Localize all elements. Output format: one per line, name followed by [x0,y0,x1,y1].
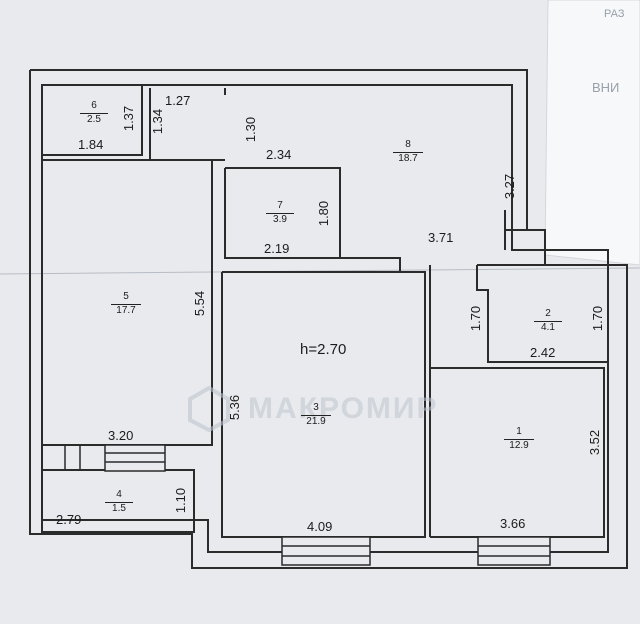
sheet-text-mid: ВНИ [592,80,620,95]
dim-room-2-left: 1.70 [468,305,484,332]
room-3-area: 21.9 [301,415,331,427]
room-7-number: 7 [277,200,283,211]
dim-room-8-right: 3.27 [502,173,518,200]
room-2-area: 4.1 [534,321,562,333]
dim-room-2-right: 1.70 [590,305,606,332]
room-6-number: 6 [91,100,97,111]
sheet-text-top: РАЗ [604,8,625,20]
dim-room-2-bottom: 2.42 [530,345,556,360]
room-7-area: 3.9 [266,213,294,225]
room-3-outline [221,271,426,538]
dim-room-5-bottom: 3.20 [108,428,134,443]
room-5-number: 5 [123,291,129,302]
dim-room-8-span: 3.71 [428,230,454,245]
dim-room-8-top: 1.27 [165,93,191,108]
dim-room-3-bottom: 4.09 [307,519,333,534]
watermark-text: МАКРОМИР [248,392,439,425]
room-5-area: 17.7 [111,304,141,316]
dim-room-6-bottom: 1.84 [78,137,104,152]
room-1-number: 1 [516,426,522,437]
outer-wall-inner [41,84,609,553]
window-room-3 [281,536,371,566]
dim-room-3-side: 5.36 [227,394,243,421]
partition-7-right [340,257,401,272]
dim-room-4-bottom: 2.79 [56,512,82,527]
dim-room-8-inner: 1.30 [243,116,259,143]
room-8-number: 8 [405,139,411,150]
windows [64,444,551,566]
ceiling-height-label: h=2.70 [300,341,347,358]
dim-room-6-side: 1.37 [121,105,137,132]
room-4-area: 1.5 [105,502,133,514]
dim-room-8-left: 1.34 [150,108,166,135]
dim-room-1-side: 3.52 [587,429,603,456]
window-room-5 [104,444,166,472]
room-4-number: 4 [116,489,122,500]
room-1-area: 12.9 [504,439,534,451]
dim-room-7-side: 1.80 [316,200,332,227]
watermark-logo-icon [188,386,230,432]
room-6-area: 2.5 [80,113,108,125]
room-8-area: 18.7 [393,152,423,164]
dim-room-7-bottom: 2.19 [264,241,290,256]
overlapping-sheet [544,0,640,266]
room-6-outline [41,84,143,156]
dim-room-1-bottom: 3.66 [500,516,526,531]
room-3-number: 3 [313,402,319,413]
dim-room-8-mid: 2.34 [266,147,292,162]
dim-room-5-side: 5.54 [192,290,208,317]
room-2-number: 2 [545,308,551,319]
dim-room-4-side: 1.10 [173,487,189,514]
room-2-outline [476,264,609,363]
window-room-1 [477,536,551,566]
